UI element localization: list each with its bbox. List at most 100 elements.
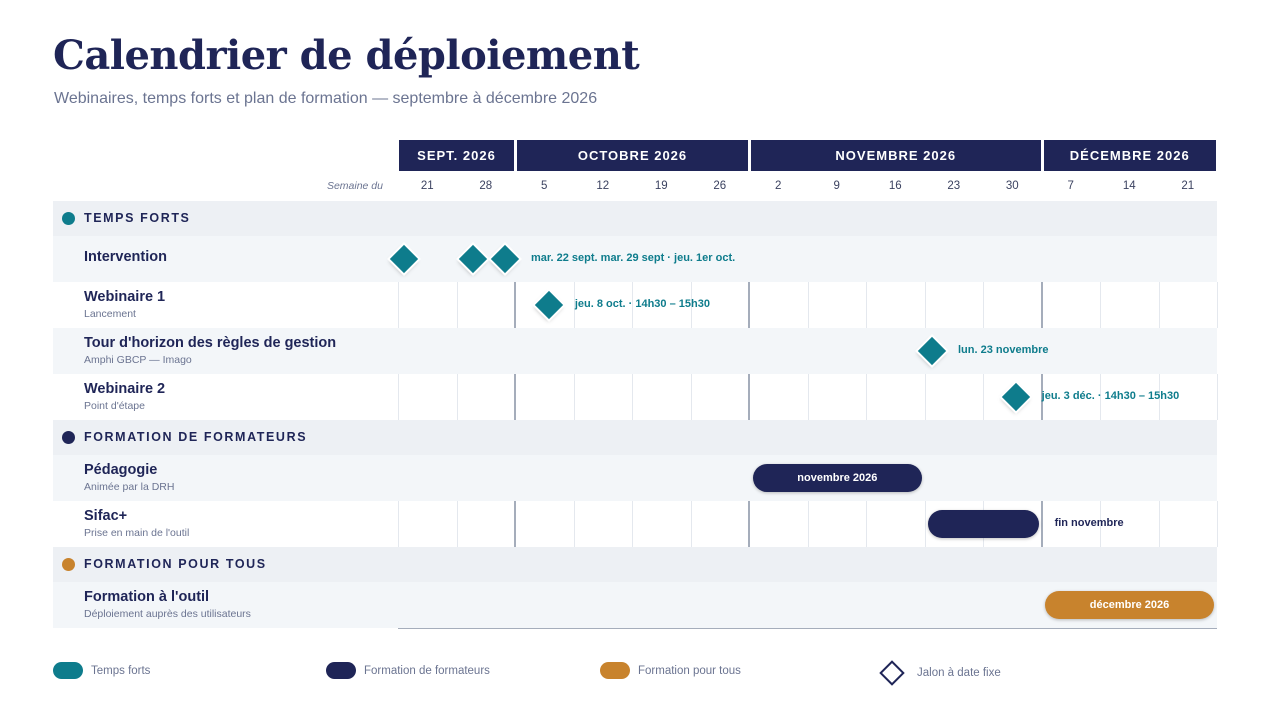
row-title: Webinaire 1 — [84, 289, 166, 305]
milestone-annotation: lun. 23 novembre — [958, 344, 1049, 356]
week-label: 30 — [1005, 180, 1019, 192]
grid-line — [514, 374, 516, 420]
row-subtitle: Déploiement auprès des utilisateurs — [84, 608, 251, 620]
grid-line — [632, 374, 633, 420]
group-dot — [62, 558, 75, 571]
week-label: 23 — [947, 180, 961, 192]
legend-label: Temps forts — [91, 664, 151, 677]
grid-line — [1100, 282, 1101, 328]
grid-line — [398, 501, 399, 547]
group-dot — [62, 431, 75, 444]
grid-line — [983, 282, 984, 328]
grid-line — [1100, 374, 1101, 420]
row-band — [53, 282, 1217, 328]
grid-line — [983, 374, 984, 420]
row-band — [53, 455, 1217, 501]
legend-swatch — [53, 662, 83, 679]
row-title: Sifac+ — [84, 508, 128, 524]
milestone-annotation: mar. 22 sept. mar. 29 sept · jeu. 1er oc… — [530, 252, 736, 264]
legend-item: Temps forts — [53, 662, 150, 679]
grid-line — [866, 282, 867, 328]
row-title: Pédagogie — [84, 462, 158, 478]
row-subtitle: Lancement — [84, 308, 136, 320]
page-subtitle: Webinaires, temps forts et plan de forma… — [54, 90, 598, 107]
grid-line — [690, 374, 692, 420]
grid-line — [398, 374, 399, 420]
grid-line — [924, 282, 926, 328]
row-title: Tour d'horizon des règles de gestion — [84, 335, 337, 351]
grid-line — [1217, 374, 1218, 420]
week-label: 21 — [420, 180, 434, 192]
grid-line — [690, 501, 692, 547]
duration-bar[interactable]: novembre 2026 — [752, 464, 923, 492]
legend-item: Formation pour tous — [600, 662, 741, 679]
row-subtitle: Prise en main de l'outil — [84, 527, 190, 539]
week-label: 12 — [596, 180, 610, 192]
duration-bar[interactable] — [928, 510, 1039, 538]
row-title: Intervention — [84, 249, 167, 265]
milestone-annotation: jeu. 3 déc. · 14h30 – 15h30 — [1041, 390, 1180, 402]
grid-line — [1100, 501, 1101, 547]
group-band — [53, 547, 1217, 582]
row-title: Formation à l'outil — [84, 589, 210, 605]
grid-line — [807, 374, 809, 420]
grid-line — [573, 282, 575, 328]
legend-item: Jalon à date fixe — [878, 660, 1001, 686]
week-label: 26 — [713, 180, 727, 192]
grid-line — [924, 374, 926, 420]
grid-line — [456, 282, 458, 328]
row-band — [53, 582, 1217, 628]
legend-swatch — [600, 662, 630, 679]
bar-annotation: fin novembre — [1054, 517, 1124, 529]
group-label: TEMPS FORTS — [84, 211, 191, 225]
grid-line — [690, 282, 692, 328]
row-band — [53, 236, 1217, 282]
grid-line — [1040, 501, 1043, 547]
week-label: 7 — [1067, 180, 1074, 192]
grid-line — [456, 374, 458, 420]
week-label: 19 — [654, 180, 668, 192]
milestone-annotation: jeu. 8 oct. · 14h30 – 15h30 — [574, 298, 710, 310]
week-label: 2 — [775, 180, 782, 192]
milestone-diamond-icon — [879, 660, 905, 686]
grid-line — [924, 501, 926, 547]
grid-line — [398, 282, 399, 328]
grid-line — [1040, 282, 1043, 328]
row-subtitle: Animée par la DRH — [84, 481, 175, 493]
grid-line — [573, 374, 575, 420]
grid-line — [748, 282, 750, 328]
week-caption: Semaine du — [326, 180, 383, 192]
row-title: Webinaire 2 — [84, 381, 166, 397]
grid-line — [807, 282, 809, 328]
grid-line — [632, 501, 633, 547]
grid-line — [1217, 282, 1218, 328]
week-label: 21 — [1181, 180, 1195, 192]
week-label: 14 — [1122, 180, 1136, 192]
group-band — [53, 201, 1217, 236]
grid-line — [514, 501, 516, 547]
timeline-bottom-rule — [398, 628, 1217, 629]
month-header-2: NOVEMBRE 2026 — [751, 140, 1041, 171]
legend-label: Jalon à date fixe — [917, 667, 1001, 679]
grid-line — [1158, 282, 1160, 328]
month-header-0: SEPT. 2026 — [399, 140, 514, 171]
duration-bar[interactable]: décembre 2026 — [1045, 591, 1215, 619]
week-label: 16 — [888, 180, 902, 192]
grid-line — [807, 501, 809, 547]
legend-label: Formation pour tous — [638, 664, 741, 677]
week-label: 28 — [479, 180, 493, 192]
grid-line — [1040, 374, 1043, 420]
grid-line — [456, 501, 458, 547]
legend-swatch — [326, 662, 356, 679]
group-band — [53, 420, 1217, 455]
grid-line — [514, 282, 516, 328]
grid-line — [748, 501, 750, 547]
month-header-1: OCTOBRE 2026 — [517, 140, 748, 171]
group-label: FORMATION POUR TOUS — [84, 557, 267, 571]
month-header-3: DÉCEMBRE 2026 — [1043, 140, 1216, 171]
grid-line — [632, 282, 633, 328]
row-band — [53, 328, 1217, 374]
grid-line — [573, 501, 575, 547]
grid-line — [1158, 501, 1160, 547]
